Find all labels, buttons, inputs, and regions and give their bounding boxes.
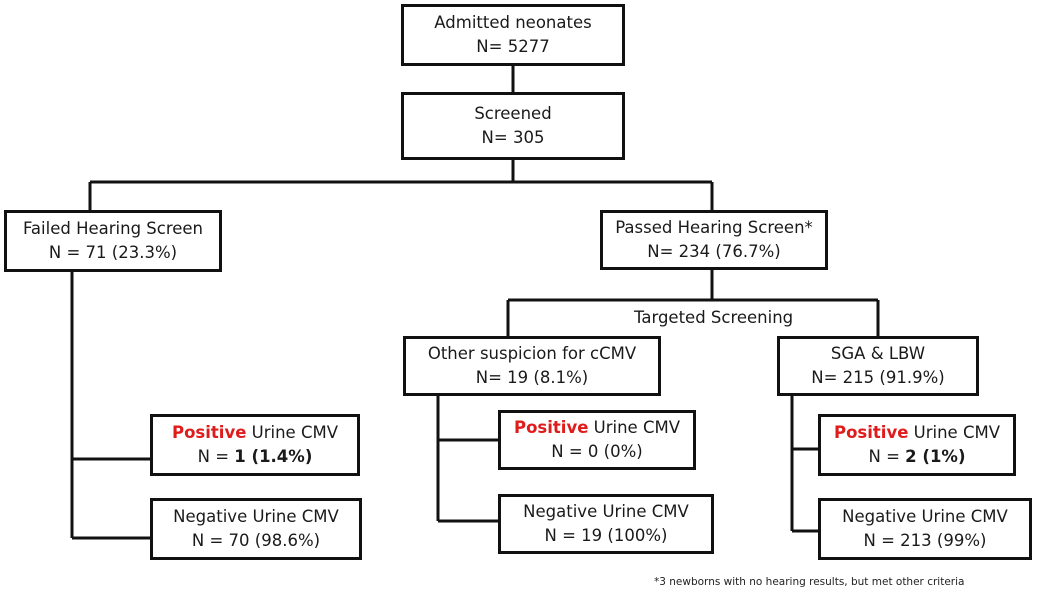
node-sga-positive: Positive Urine CMV N = 2 (1%) [818, 414, 1016, 476]
node-sga-negative: Negative Urine CMV N = 213 (99%) [818, 498, 1032, 560]
node-count: N= 19 (8.1%) [475, 368, 589, 387]
node-label: Admitted neonates [434, 13, 592, 32]
positive-word: Positive [514, 418, 589, 437]
node-failed-positive: Positive Urine CMV N = 1 (1.4%) [150, 414, 360, 476]
count-value: 1 (1.4%) [234, 447, 313, 466]
node-label: Positive Urine CMV [514, 416, 680, 440]
node-sga-lbw: SGA & LBW N= 215 (91.9%) [777, 336, 979, 396]
node-count: N = 71 (23.3%) [48, 243, 178, 262]
count-prefix: N = [197, 447, 235, 466]
node-label: Other suspicion for cCMV [427, 344, 637, 363]
count-value: 2 (1%) [905, 447, 966, 466]
node-count: N = 0 (0%) [551, 442, 643, 461]
node-label: SGA & LBW [830, 344, 926, 363]
targeted-screening-label: Targeted Screening [628, 308, 800, 327]
footnote: *3 newborns with no hearing results, but… [654, 576, 965, 588]
node-admitted-neonates: Admitted neonates N= 5277 [401, 4, 625, 66]
node-label: Negative Urine CMV [842, 507, 1008, 526]
node-count: N= 5277 [476, 37, 550, 56]
node-label: Passed Hearing Screen* [615, 218, 813, 237]
count-prefix: N = [868, 447, 906, 466]
node-label: Negative Urine CMV [523, 502, 689, 521]
node-count: N = 19 (100%) [544, 526, 668, 545]
node-count: N= 234 (76.7%) [647, 242, 781, 261]
positive-word: Positive [172, 423, 247, 442]
node-label: Positive Urine CMV [172, 421, 338, 445]
node-count: N = 213 (99%) [863, 531, 987, 550]
node-other-positive: Positive Urine CMV N = 0 (0%) [498, 410, 696, 470]
node-count: N = 70 (98.6%) [191, 531, 321, 550]
positive-word: Positive [834, 423, 909, 442]
node-other-suspicion: Other suspicion for cCMV N= 19 (8.1%) [403, 336, 661, 396]
node-count: N= 215 (91.9%) [811, 368, 945, 387]
node-failed-hearing-screen: Failed Hearing Screen N = 71 (23.3%) [4, 210, 222, 272]
node-screened: Screened N= 305 [401, 92, 625, 160]
node-label: Screened [474, 104, 552, 123]
node-passed-hearing-screen: Passed Hearing Screen* N= 234 (76.7%) [600, 210, 828, 270]
node-count: N= 305 [481, 128, 545, 147]
node-label: Positive Urine CMV [834, 421, 1000, 445]
node-count: N = 1 (1.4%) [198, 445, 313, 469]
node-count: N = 2 (1%) [869, 445, 966, 469]
node-other-negative: Negative Urine CMV N = 19 (100%) [498, 494, 714, 554]
node-failed-negative: Negative Urine CMV N = 70 (98.6%) [150, 498, 362, 560]
node-label: Negative Urine CMV [173, 507, 339, 526]
urine-cmv-text: Urine CMV [588, 418, 680, 437]
urine-cmv-text: Urine CMV [246, 423, 338, 442]
urine-cmv-text: Urine CMV [908, 423, 1000, 442]
node-label: Failed Hearing Screen [22, 219, 204, 238]
